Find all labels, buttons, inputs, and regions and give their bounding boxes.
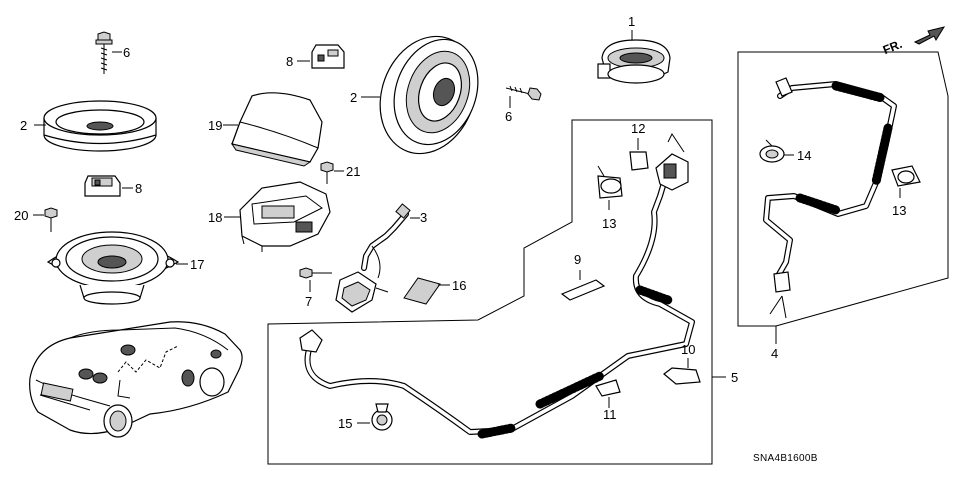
callout-6-top: 6: [123, 45, 130, 60]
callout-8-top: 8: [286, 54, 293, 69]
callout-8-mid: 8: [135, 181, 142, 196]
callout-17: 17: [190, 257, 204, 272]
callout-16: 16: [452, 278, 466, 293]
callout-15: 15: [338, 416, 352, 431]
bolt-20: 20: [14, 207, 58, 232]
callout-4: 4: [771, 346, 778, 361]
clip-11: 11: [595, 379, 621, 422]
feeder-4-boundary: 4: [737, 51, 949, 361]
diagram-code: SNA4B1600B: [753, 453, 818, 464]
callout-11: 11: [603, 407, 617, 422]
antenna-holder: [335, 271, 389, 313]
speaker-2-left: 2: [20, 100, 157, 152]
callout-6-mid: 6: [505, 109, 512, 124]
clip-10: 10: [663, 342, 701, 385]
callout-5: 5: [731, 370, 738, 385]
callout-13a: 13: [602, 216, 616, 231]
callout-12: 12: [631, 121, 645, 136]
bracket-18: 18: [208, 181, 331, 252]
callout-14: 14: [797, 148, 811, 163]
callout-19: 19: [208, 118, 222, 133]
callout-18: 18: [208, 210, 222, 225]
callout-2-left: 2: [20, 118, 27, 133]
bolt-21: 21: [320, 161, 360, 184]
callout-2-oval: 2: [350, 90, 357, 105]
clamp-13b: 13: [891, 165, 921, 218]
callout-1: 1: [628, 14, 635, 29]
callout-3: 3: [420, 210, 427, 225]
screw-6-mid: 6: [505, 85, 542, 124]
callout-21: 21: [346, 164, 360, 179]
clip-12: 12: [629, 121, 649, 171]
callout-20: 20: [14, 208, 28, 223]
feeder-5-cable: [299, 133, 695, 439]
vehicle-outline: [29, 321, 243, 438]
clamp-15: 15: [338, 403, 393, 431]
clip-9: 9: [560, 252, 606, 301]
bolt-6-top: 6: [95, 31, 130, 74]
tape-16: 16: [403, 277, 466, 305]
antenna-lead-3: 3: [361, 203, 427, 279]
grommet-8-top: 8: [286, 44, 345, 69]
grommet-8-mid: 8: [84, 175, 142, 197]
feeder-4-cable: [763, 77, 897, 319]
clamp-13a: 13: [597, 165, 623, 231]
front-direction-label: FR.: [881, 37, 904, 57]
callout-7: 7: [305, 294, 312, 309]
cover-19: 19: [208, 92, 323, 167]
screw-7: 7: [299, 267, 332, 309]
callout-13b: 13: [892, 203, 906, 218]
speaker-2-oval: 2: [350, 35, 479, 155]
speaker-1: 1: [597, 14, 671, 84]
speaker-17: 17: [46, 231, 204, 305]
clamp-14: 14: [759, 139, 811, 163]
callout-9: 9: [574, 252, 581, 267]
feeder-5-boundary: 5: [267, 119, 738, 465]
callout-10: 10: [681, 342, 695, 357]
front-direction-arrow: FR.: [881, 26, 946, 57]
